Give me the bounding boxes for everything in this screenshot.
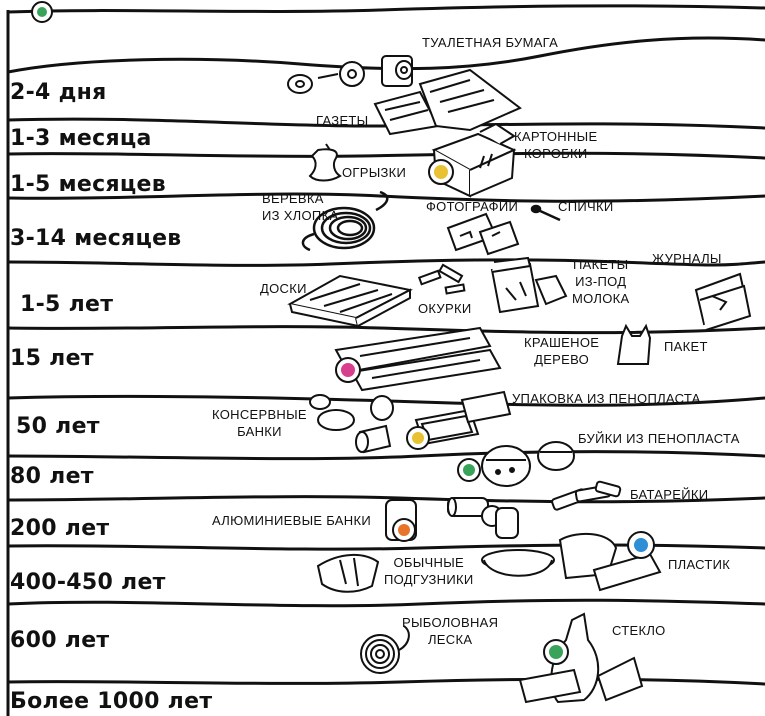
period-label: 1-3 месяца: [10, 126, 152, 151]
item-label: ОГРЫЗКИ: [342, 164, 406, 181]
diapers-icon: [318, 555, 378, 592]
layer-line: [8, 452, 765, 459]
item-label: СТЕКЛО: [612, 622, 666, 639]
badge-icon: [544, 640, 568, 664]
period-label: 400-450 лет: [10, 570, 166, 595]
item-label: ДОСКИ: [260, 280, 307, 297]
item-label: АЛЮМИНИЕВЫЕ БАНКИ: [212, 512, 371, 529]
buoys-icon: [482, 442, 574, 486]
apple-core-icon: [310, 144, 340, 181]
item-label: ФОТОГРАФИИ: [426, 198, 518, 215]
item-label: СПИЧКИ: [558, 198, 613, 215]
period-label: 15 лет: [10, 346, 94, 371]
magazines-icon: [696, 274, 750, 330]
toilet-paper-icon: [288, 56, 412, 93]
match-icon: [532, 206, 560, 220]
tin-cans-icon: [310, 395, 393, 452]
item-label: ПЛАСТИК: [668, 556, 730, 573]
badge-icon: [32, 2, 52, 22]
layer-line: [8, 153, 765, 158]
period-label: 1-5 лет: [20, 292, 113, 317]
layer-line: [8, 679, 765, 684]
badge-icon: [393, 519, 415, 541]
layer-line: [8, 327, 765, 333]
period-label: 600 лет: [10, 628, 109, 653]
photos-icon: [448, 214, 518, 254]
badge-icon: [429, 160, 453, 184]
cigarette-butts-icon: [419, 265, 464, 294]
period-label: 80 лет: [10, 464, 94, 489]
item-label: ОКУРКИ: [418, 300, 471, 317]
layer-line: [8, 6, 765, 12]
period-label: Более 1000 лет: [10, 689, 212, 714]
item-label: БУЙКИ ИЗ ПЕНОПЛАСТА: [578, 430, 740, 447]
item-label: ПАКЕТ: [664, 338, 708, 355]
badge-icon: [336, 358, 360, 382]
badge-icon: [407, 427, 429, 449]
painted-wood-icon: [336, 328, 500, 390]
boards-icon: [290, 276, 410, 326]
period-label: 50 лет: [16, 414, 100, 439]
period-label: 200 лет: [10, 516, 109, 541]
badge-icon: [628, 532, 654, 558]
layer-line: [8, 600, 765, 606]
batteries-icon: [551, 481, 621, 510]
period-label: 2-4 дня: [10, 80, 107, 105]
item-label: ТУАЛЕТНАЯ БУМАГА: [422, 34, 558, 51]
item-label: БАТАРЕЙКИ: [630, 486, 708, 503]
period-label: 1-5 месяцев: [10, 172, 166, 197]
badge-icon: [458, 459, 480, 481]
styrofoam-pack-icon: [416, 392, 510, 444]
milk-packs-icon: [492, 258, 566, 312]
item-label: УПАКОВКА ИЗ ПЕНОПЛАСТА: [512, 390, 701, 407]
item-label: ГАЗЕТЫ: [316, 112, 368, 129]
item-label: ЖУРНАЛЫ: [652, 250, 722, 267]
period-label: 3-14 месяцев: [10, 226, 182, 251]
